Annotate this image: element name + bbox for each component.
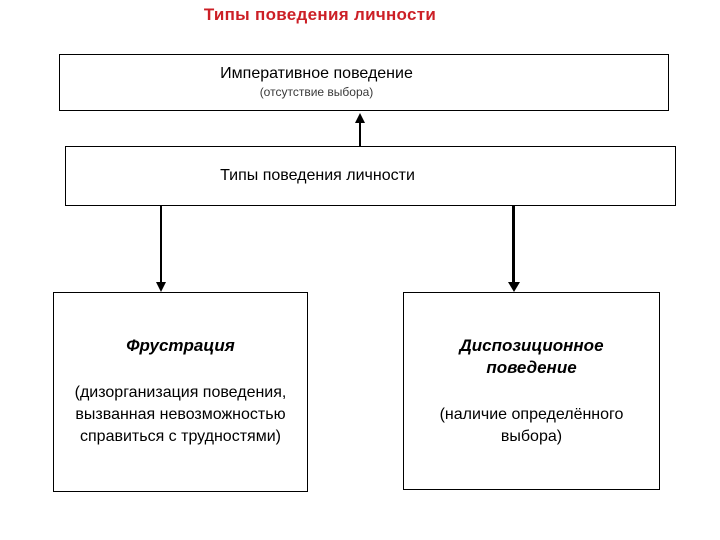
description-line: (наличие определённого (439, 406, 624, 423)
dispositional-description: (наличие определённого выбора) (440, 404, 624, 448)
description-line: вызванная невозможностью (75, 406, 286, 423)
behavior-types-box: Типы поведения личности (65, 146, 676, 206)
arrow-down-left-head (156, 282, 166, 292)
title-line: Диспозиционное (459, 336, 604, 355)
frustration-box: Фрустрация (дизорганизация поведения, вы… (53, 292, 308, 492)
arrow-types-to-dispositional (507, 206, 520, 292)
frustration-description: (дизорганизация поведения, вызванная нев… (75, 382, 287, 448)
imperative-behavior-box: Императивное поведение (отсутствие выбор… (59, 54, 669, 111)
imperative-behavior-subtitle: (отсутствие выбора) (259, 85, 374, 99)
arrow-up-shaft (359, 123, 361, 146)
arrow-up-head (355, 113, 365, 123)
behavior-types-title: Типы поведения личности (220, 167, 415, 184)
arrow-down-right-head (507, 282, 520, 292)
arrow-types-to-frustration (155, 206, 167, 292)
description-line: выбора) (500, 428, 563, 445)
imperative-behavior-title: Императивное поведение (220, 65, 413, 82)
title-line: поведение (486, 358, 577, 377)
frustration-title: Фрустрация (126, 336, 235, 355)
description-line: (дизорганизация поведения, (74, 384, 287, 401)
arrow-down-right-shaft (512, 206, 515, 282)
dispositional-behavior-box: Диспозиционное поведение (наличие опреде… (403, 292, 660, 490)
slide-title: Типы поведения личности (203, 5, 437, 24)
arrow-down-left-shaft (160, 206, 162, 282)
description-line: справиться с трудностями) (80, 428, 281, 445)
dispositional-title: Диспозиционное поведение (459, 335, 603, 379)
arrow-types-to-imperative (354, 113, 366, 146)
